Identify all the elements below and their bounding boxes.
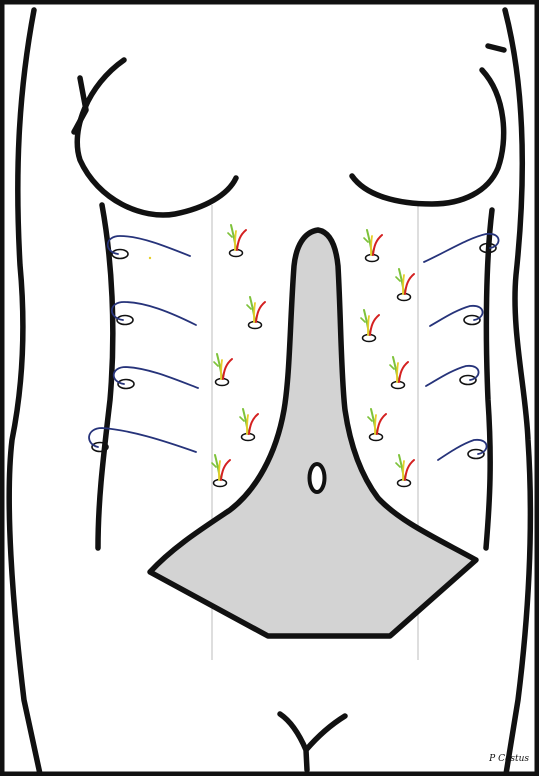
author-credit: P Castus bbox=[489, 754, 529, 764]
perforator-vessel-icon bbox=[212, 455, 230, 487]
suture-loop-icon bbox=[426, 366, 479, 386]
left-breast-contour bbox=[77, 60, 236, 215]
suture-loop-icon bbox=[108, 236, 190, 259]
perforator-vessel-icon bbox=[214, 354, 232, 386]
umbilicus-icon bbox=[310, 464, 325, 492]
left-nipple-mark bbox=[74, 78, 86, 132]
right-breast-contour bbox=[352, 70, 504, 204]
suture-loop-icon bbox=[114, 367, 198, 389]
right-flank-contour bbox=[486, 210, 492, 548]
suture-loop-icon bbox=[438, 440, 487, 460]
right-torso-contour bbox=[505, 10, 530, 774]
left-flank-contour bbox=[98, 205, 113, 548]
perforator-vessel-icon bbox=[361, 310, 379, 342]
perforator-vessel-icon bbox=[368, 409, 386, 441]
perforator-vessel-icon bbox=[228, 225, 246, 257]
perforator-vessel-icon bbox=[396, 269, 414, 301]
perforator-vessel-icon bbox=[247, 297, 265, 329]
body-outline bbox=[9, 10, 530, 774]
perforator-vessel-icon bbox=[364, 230, 382, 262]
suture-loop-icon bbox=[112, 302, 196, 325]
right-nipple-mark bbox=[488, 46, 504, 50]
marker-dot bbox=[149, 257, 151, 259]
perforator-vessel-icon bbox=[240, 409, 258, 441]
pubic-mark bbox=[280, 714, 345, 770]
perforator-vessel-icon bbox=[396, 455, 414, 487]
suture-loop-icon bbox=[430, 306, 483, 326]
shaded-excision-area bbox=[150, 230, 476, 636]
perforator-vessel-icon bbox=[390, 357, 408, 389]
left-torso-contour bbox=[9, 10, 40, 774]
